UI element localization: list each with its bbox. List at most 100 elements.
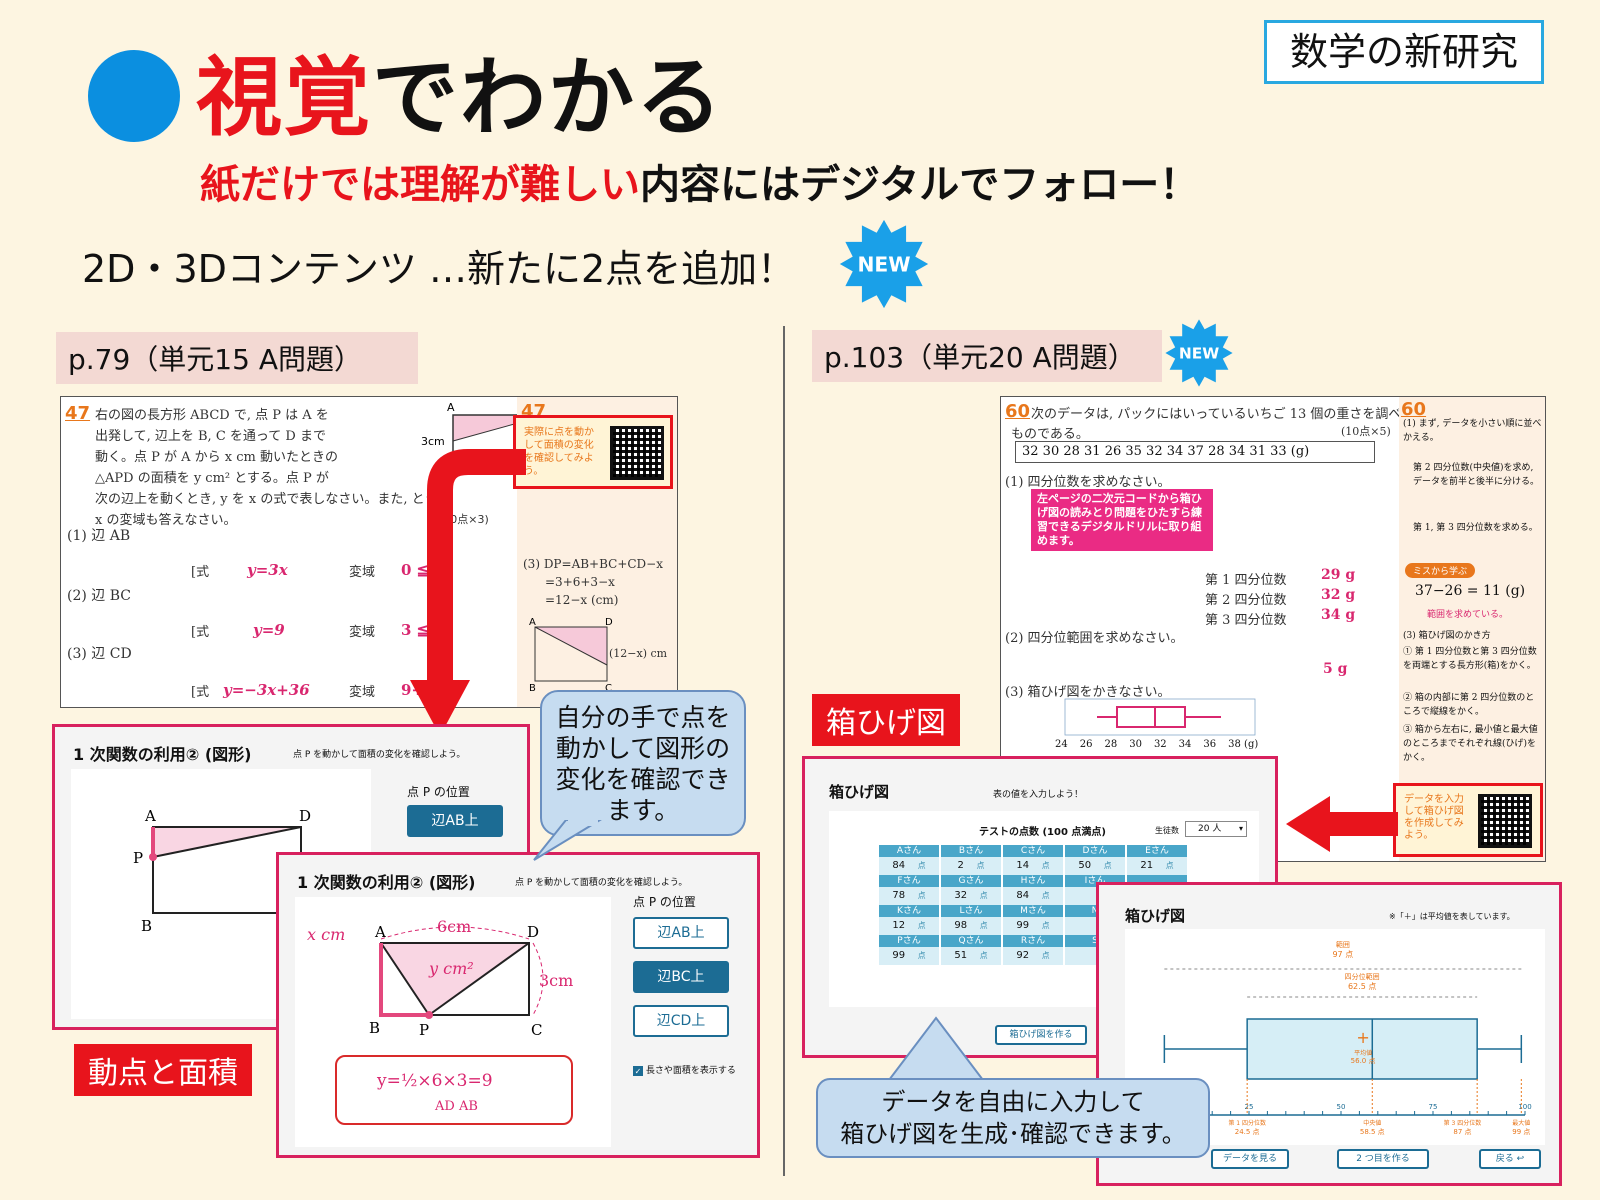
median-value: 58.5 点 (1360, 1128, 1385, 1136)
formula-label: [式 (191, 685, 210, 700)
q3-label: 第 3 四分位数 (1444, 1119, 1482, 1127)
grid-value-cell[interactable]: 21 点 (1127, 857, 1187, 875)
qr-code-icon[interactable] (1478, 794, 1532, 848)
show-lengths-checkbox[interactable]: ✓ 長さや面積を表示する (633, 1065, 736, 1076)
svg-text:D: D (527, 923, 539, 941)
svg-text:C: C (531, 1021, 542, 1039)
figure-canvas[interactable]: A D B P C 6cm 3cm x cm y cm² y=½×6×3=9 A… (295, 897, 611, 1147)
grid-value: 51 (954, 950, 968, 961)
new-badge-icon: NEW (1164, 318, 1234, 388)
grid-value-cell[interactable]: 98 点 (941, 917, 1001, 935)
q2-label: (2) 辺 BC (67, 588, 131, 604)
grid-header-cell: Rさん (1003, 935, 1063, 947)
grid-value-cell[interactable]: 12 点 (879, 917, 939, 935)
median-label: 中央値 (1363, 1119, 1381, 1127)
formula-box: y=½×6×3=9 AD AB (335, 1055, 573, 1125)
grid-header-cell: Kさん (879, 905, 939, 917)
students-select[interactable]: 20 人▾ (1185, 821, 1247, 837)
digital-drill-notice: 左ページの二次元コードから箱ひげ図の読みとり問題をひたすら練習できるデジタルドリ… (1031, 489, 1213, 551)
quartile-3-answer: 34 g (1321, 607, 1356, 623)
screen-title: 1 次関数の利用② (図形) (73, 745, 252, 764)
grid-header-cell: Lさん (941, 905, 1001, 917)
q2-label: (2) 四分位範囲を求めなさい。 (1005, 631, 1184, 646)
svg-text:3cm: 3cm (421, 435, 445, 448)
svg-text:B: B (141, 917, 152, 935)
btn-side-bc[interactable]: 辺BC上 (633, 961, 729, 993)
grid-value-cell[interactable]: 99 点 (1003, 917, 1063, 935)
grid-header-cell: Eさん (1127, 845, 1187, 857)
points-label: (10点×5) (1341, 425, 1391, 438)
problem-line-1: 次のデータは, パックにはいっているいちご 13 個の重さを調べた (1031, 407, 1415, 422)
right-textbook: 60 次のデータは, パックにはいっているいちご 13 個の重さを調べた もので… (1000, 396, 1546, 862)
grid-value: 84 (892, 860, 906, 871)
students-label: 生徒数 (1155, 826, 1179, 835)
grid-header-cell: Cさん (1003, 845, 1063, 857)
x-tick-label: 50 (1337, 1103, 1346, 1111)
panel-label: 点 P の位置 (633, 895, 696, 909)
svg-text:D: D (605, 617, 613, 628)
grid-header-cell: Qさん (941, 935, 1001, 947)
grid-value-cell[interactable]: 50 点 (1065, 857, 1125, 875)
svg-text:NEW: NEW (857, 252, 910, 276)
grid-value-cell[interactable]: 14 点 (1003, 857, 1063, 875)
callout-tail-icon (883, 1016, 989, 1085)
right-red-label: 箱ひげ図 (812, 694, 960, 746)
qr-caption: 実際に点を動かして面積の変化を確認してみよう。 (524, 427, 594, 477)
grid-unit: 点 (915, 921, 926, 930)
problem-number: 47 (65, 403, 91, 424)
grid-value-cell[interactable]: 99 点 (879, 947, 939, 965)
svg-text:P: P (133, 849, 143, 867)
grid-unit: 点 (915, 861, 926, 870)
q3-label: (3) 辺 CD (67, 646, 132, 662)
formula-3: y=−3x+36 (223, 681, 310, 699)
screen-hint: 表の値を入力しよう！ (993, 790, 1084, 800)
right-qr-box[interactable]: データを入力して箱ひげ図を作成してみよう。 (1393, 783, 1543, 857)
grid-value-cell[interactable]: 51 点 (941, 947, 1001, 965)
make-boxplot-button[interactable]: 箱ひげ図を作る (995, 1025, 1087, 1045)
iqr-value: 62.5 点 (1348, 982, 1376, 991)
blue-dot-icon (88, 50, 180, 142)
learn-from-mistakes-tag: ミスから学ぶ (1405, 563, 1476, 578)
svg-text:A: A (374, 923, 386, 941)
qr-code-icon[interactable] (610, 426, 664, 480)
length-x: x cm (307, 925, 346, 944)
grid-unit: 点 (973, 861, 985, 870)
view-data-button[interactable]: データを見る (1211, 1149, 1289, 1169)
grid-value: 32 (954, 890, 968, 901)
svg-text:B: B (369, 1019, 380, 1037)
btn-side-ab[interactable]: 辺AB上 (633, 917, 729, 949)
svg-text:P: P (419, 1021, 429, 1039)
qr-caption: データを入力して箱ひげ図を作成してみよう。 (1404, 794, 1464, 841)
problem-text: 右の図の長方形 ABCD で, 点 P は A を 出発して, 辺上を B, C… (95, 408, 451, 528)
screen-title: 箱ひげ図 (829, 783, 890, 801)
formula-1: y=3x (247, 561, 288, 579)
grid-value-cell[interactable]: 84 点 (1003, 887, 1063, 905)
grid-value-cell[interactable]: 2 点 (941, 857, 1001, 875)
domain-label: 変域 (349, 685, 376, 700)
create-second-button[interactable]: 2 つ目を作る (1337, 1149, 1429, 1169)
q3-value: 87 点 (1453, 1128, 1471, 1136)
grid-unit: 点 (1101, 861, 1112, 870)
grid-value-cell[interactable]: 32 点 (941, 887, 1001, 905)
max-value: 99 点 (1512, 1128, 1530, 1136)
btn-side-cd[interactable]: 辺CD上 (633, 1005, 729, 1037)
q1-value: 24.5 点 (1235, 1128, 1260, 1136)
right-callout: データを自由に入力して 箱ひげ図を生成･確認できます。 (816, 1078, 1210, 1158)
grid-header-cell: Hさん (1003, 875, 1063, 887)
formula-2: y=9 (253, 621, 285, 639)
back-button[interactable]: 戻る ↩ (1479, 1149, 1541, 1169)
checkbox-check-icon[interactable]: ✓ (633, 1065, 643, 1076)
callout-join (900, 1080, 1120, 1088)
grid-value-cell[interactable]: 78 点 (879, 887, 939, 905)
q3-label: (3) 箱ひげ図をかきなさい。 (1005, 685, 1171, 700)
q1-label: (1) 辺 AB (67, 528, 131, 544)
grid-value-cell[interactable]: 92 点 (1003, 947, 1063, 965)
left-qr-box[interactable]: 実際に点を動かして面積の変化を確認してみよう。 (513, 415, 673, 489)
grid-value-cell[interactable]: 84 点 (879, 857, 939, 875)
btn-side-ab[interactable]: 辺AB上 (407, 805, 503, 837)
grid-value: 14 (1016, 860, 1030, 871)
